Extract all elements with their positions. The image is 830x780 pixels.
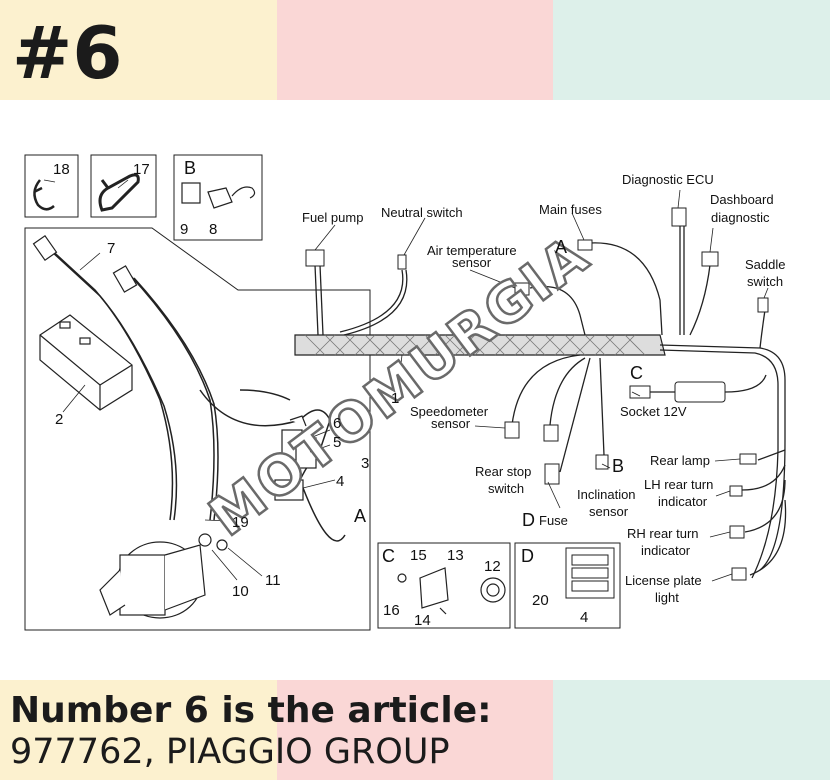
top-color-band	[0, 0, 830, 100]
band-yellow-bottom	[0, 680, 277, 780]
band-mint	[553, 0, 830, 100]
band-pink-bottom	[276, 680, 554, 780]
label-rh-turn-line2: indicator	[641, 543, 691, 558]
letter-c-box: C	[382, 546, 395, 566]
letter-c-socket: C	[630, 363, 643, 383]
num-9: 9	[180, 221, 188, 238]
label-rh-turn-line1: RH rear turn	[627, 526, 699, 541]
connectors	[305, 207, 769, 581]
label-main-fuses: Main fuses	[539, 202, 602, 217]
num-4: 4	[336, 473, 344, 490]
label-air-temp-line1: Air temperature	[427, 243, 517, 258]
bottom-color-band	[0, 680, 830, 780]
num-16: 16	[383, 602, 400, 619]
box-18	[24, 154, 79, 218]
letter-b-inclination: B	[612, 456, 624, 476]
starter-motor-drawing	[99, 533, 228, 619]
battery-drawing	[39, 314, 133, 411]
battery-cables	[45, 244, 346, 542]
label-inclination-line1: Inclination	[577, 487, 636, 502]
num-2: 2	[55, 411, 63, 428]
letter-a-fuses: A	[555, 237, 567, 257]
caption-line2: 977762, PIAGGIO GROUP	[10, 732, 450, 772]
num-15: 15	[410, 547, 427, 564]
terminal-7	[32, 234, 138, 293]
d-detail-drawing	[565, 547, 615, 599]
label-lh-turn-line2: indicator	[658, 494, 708, 509]
harness-wires	[314, 225, 787, 579]
watermark-text: MOTOMURGIA	[198, 223, 602, 549]
box-b-detail	[173, 154, 263, 241]
num-6: 6	[333, 415, 341, 432]
label-dashboard-line1: Dashboard	[710, 192, 774, 207]
num-20: 20	[532, 592, 549, 609]
box-c-detail	[377, 542, 511, 629]
label-fuel-pump: Fuel pump	[302, 210, 363, 225]
band-mint-bottom	[553, 680, 830, 780]
num-17: 17	[133, 161, 150, 178]
box-d-detail	[514, 542, 621, 629]
label-license-line2: light	[655, 590, 679, 605]
label-neutral-switch: Neutral switch	[381, 205, 463, 220]
label-speedo-line1: Speedometer	[410, 404, 489, 419]
num-5: 5	[333, 434, 341, 451]
label-rear-lamp: Rear lamp	[650, 453, 710, 468]
num-8: 8	[209, 221, 217, 238]
label-air-temp-line2: sensor	[452, 255, 492, 270]
label-speedo-line2: sensor	[431, 416, 471, 431]
num-10: 10	[232, 583, 249, 600]
num-12: 12	[484, 558, 501, 575]
band-yellow	[0, 0, 277, 100]
num-13: 13	[447, 547, 464, 564]
label-license-line1: License plate	[625, 573, 702, 588]
num-1: 1	[391, 390, 399, 407]
b-detail-drawing	[181, 182, 256, 209]
num-19: 19	[232, 514, 249, 531]
label-inclination-line2: sensor	[589, 504, 629, 519]
band-pink	[276, 0, 554, 100]
num-18: 18	[53, 161, 70, 178]
item-number-heading: #6	[12, 11, 123, 95]
label-lh-turn-line1: LH rear turn	[644, 477, 713, 492]
label-socket-12v: Socket 12V	[620, 404, 687, 419]
battery-region-outline	[24, 227, 371, 631]
label-diagnostic-ecu: Diagnostic ECU	[622, 172, 714, 187]
label-saddle-line1: Saddle	[745, 257, 785, 272]
num-11: 11	[265, 572, 281, 589]
strap-17-drawing	[98, 173, 140, 212]
num-14: 14	[414, 612, 431, 629]
num-4-d: 4	[580, 609, 588, 626]
num-3: 3	[361, 455, 369, 472]
letter-a-relay: A	[354, 506, 366, 526]
num-7: 7	[107, 240, 115, 257]
label-rear-stop-line2: switch	[488, 481, 524, 496]
c-detail-drawing	[397, 567, 506, 615]
letter-d-box: D	[521, 546, 534, 566]
label-fuse: Fuse	[539, 513, 568, 528]
clamp-18-drawing	[33, 179, 55, 211]
wiring-diagram: MOTOMURGIA Diagnostic ECU Main fuses Das…	[24, 154, 787, 631]
relay-assembly	[274, 415, 317, 501]
label-rear-stop-line1: Rear stop	[475, 464, 531, 479]
label-saddle-line2: switch	[747, 274, 783, 289]
box-17	[90, 154, 157, 218]
main-harness-sheath	[294, 334, 666, 356]
letter-b-box: B	[184, 158, 196, 178]
letter-d-fuse: D	[522, 510, 535, 530]
caption-line1: Number 6 is the article:	[10, 690, 492, 731]
leader-lines	[43, 179, 769, 582]
label-dashboard-line2: diagnostic	[711, 210, 770, 225]
